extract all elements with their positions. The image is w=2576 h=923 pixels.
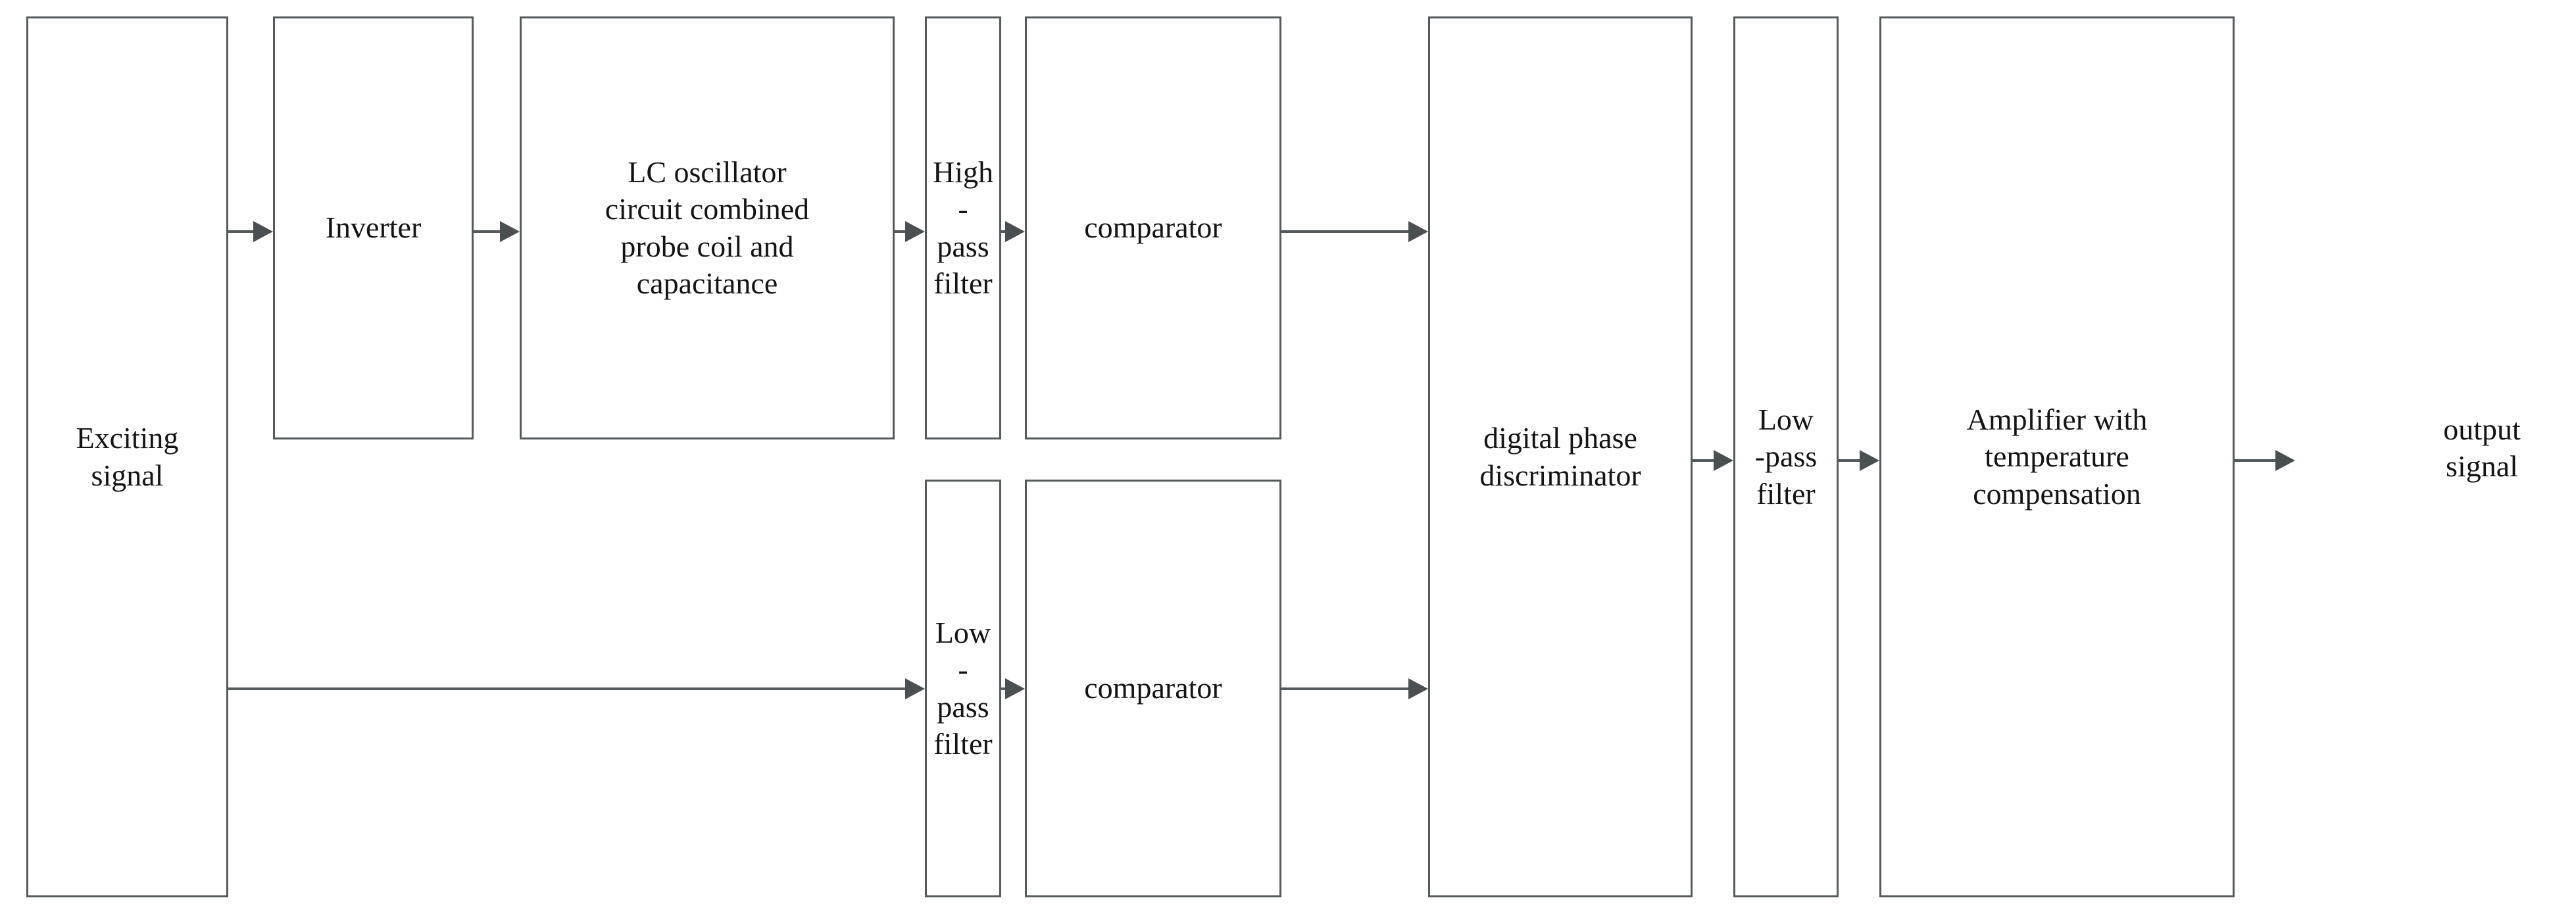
block-low-pass-filter-main[interactable]: Low -pass filter — [1733, 16, 1839, 897]
block-comparator-bottom[interactable]: comparator — [1025, 480, 1281, 897]
arrowhead-icon — [1408, 221, 1428, 242]
arrowhead-icon — [1005, 678, 1025, 699]
block-high-pass-filter[interactable]: High -pass filter — [925, 16, 1001, 439]
block-label-comparator-top: comparator — [1084, 211, 1222, 245]
block-amplifier[interactable]: Amplifier with temperature compensation — [1879, 16, 2235, 897]
arrowhead-icon — [1714, 450, 1733, 471]
block-label-inverter: Inverter — [325, 211, 422, 245]
arrowhead-icon — [500, 221, 520, 242]
arrowhead-icon — [905, 678, 925, 699]
arrowhead-icon — [1860, 450, 1879, 471]
connector-line — [1281, 230, 1411, 233]
connector-line — [895, 230, 908, 233]
arrowhead-icon — [905, 221, 925, 242]
connector-line — [1001, 230, 1008, 233]
connector-line — [1693, 459, 1716, 462]
connector-line — [1001, 687, 1008, 690]
arrowhead-icon — [253, 221, 273, 242]
block-lc-oscillator[interactable]: LC oscillator circuit combined probe coi… — [520, 16, 895, 439]
arrowhead-icon — [1408, 678, 1428, 699]
block-label-comparator-bottom: comparator — [1084, 671, 1222, 705]
block-digital-phase-discriminator[interactable]: digital phase discriminator — [1428, 16, 1693, 897]
label-output-signal: output signal — [2443, 412, 2521, 484]
connector-line — [474, 230, 503, 233]
connector-line — [228, 230, 256, 233]
block-low-pass-filter-branch[interactable]: Low -pass filter — [925, 480, 1001, 897]
block-comparator-top[interactable]: comparator — [1025, 16, 1281, 439]
block-label-lc-oscillator: LC oscillator circuit combined probe coi… — [605, 155, 810, 300]
block-label-amplifier: Amplifier with temperature compensation — [1966, 403, 2148, 511]
block-label-exciting-signal: Exciting signal — [76, 421, 179, 492]
arrowhead-icon — [2275, 450, 2295, 471]
block-label-low-pass-filter-branch: Low -pass filter — [933, 616, 993, 761]
block-label-low-pass-filter-main: Low -pass filter — [1754, 403, 1818, 511]
block-exciting-signal[interactable]: Exciting signal — [26, 16, 228, 897]
block-inverter[interactable]: Inverter — [273, 16, 474, 439]
connector-line — [1281, 687, 1411, 690]
arrowhead-icon — [1005, 221, 1025, 242]
block-label-high-pass-filter: High -pass filter — [933, 155, 993, 300]
connector-line — [2235, 459, 2278, 462]
block-label-digital-phase-discriminator: digital phase discriminator — [1479, 421, 1641, 492]
connector-line — [1839, 459, 1862, 462]
connector-line — [228, 687, 908, 690]
